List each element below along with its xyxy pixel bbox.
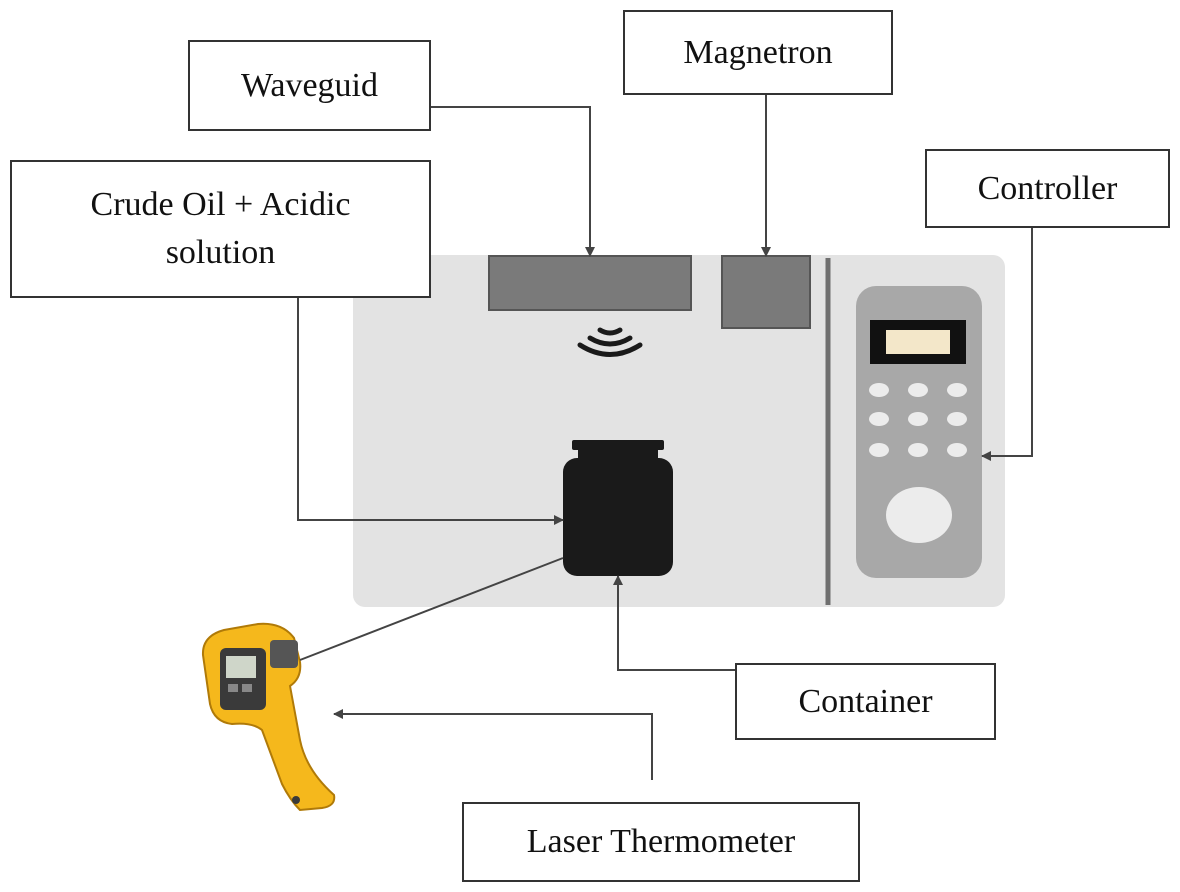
container-label: Container xyxy=(735,663,996,740)
waveguide-connector xyxy=(430,106,595,257)
crude-oil-connector xyxy=(297,298,564,525)
thermometer-connector xyxy=(333,709,653,780)
microwave-oven-icon xyxy=(353,255,1005,607)
connector-lines xyxy=(297,95,1033,780)
control-panel xyxy=(856,286,982,578)
waveguide-block xyxy=(488,255,692,311)
crude-oil-label: Crude Oil + Acidic solution xyxy=(10,160,431,298)
crude-oil-label-text: Crude Oil + Acidic solution xyxy=(90,186,351,271)
controller-label-text: Controller xyxy=(977,169,1118,207)
bottle-icon xyxy=(563,440,673,576)
container-connector xyxy=(613,575,736,671)
waveguide-label-text: Waveguid xyxy=(241,66,378,104)
dial-knob xyxy=(886,487,952,543)
laser-beam xyxy=(299,557,564,661)
keypad xyxy=(869,383,967,457)
infrared-thermometer-gun-icon xyxy=(201,622,336,812)
container-label-text: Container xyxy=(798,682,933,720)
magnetron-block xyxy=(721,255,811,329)
laser-thermometer-label-text: Laser Thermometer xyxy=(526,823,796,861)
waveguide-label: Waveguid xyxy=(188,40,431,131)
controller-connector xyxy=(981,228,1033,461)
magnetron-label: Magnetron xyxy=(623,10,893,95)
magnetron-label-text: Magnetron xyxy=(683,33,833,71)
controller-label: Controller xyxy=(925,149,1170,228)
laser-thermometer-label: Laser Thermometer xyxy=(462,802,860,882)
display-screen xyxy=(886,330,950,354)
microwave-signal-icon xyxy=(577,327,643,357)
